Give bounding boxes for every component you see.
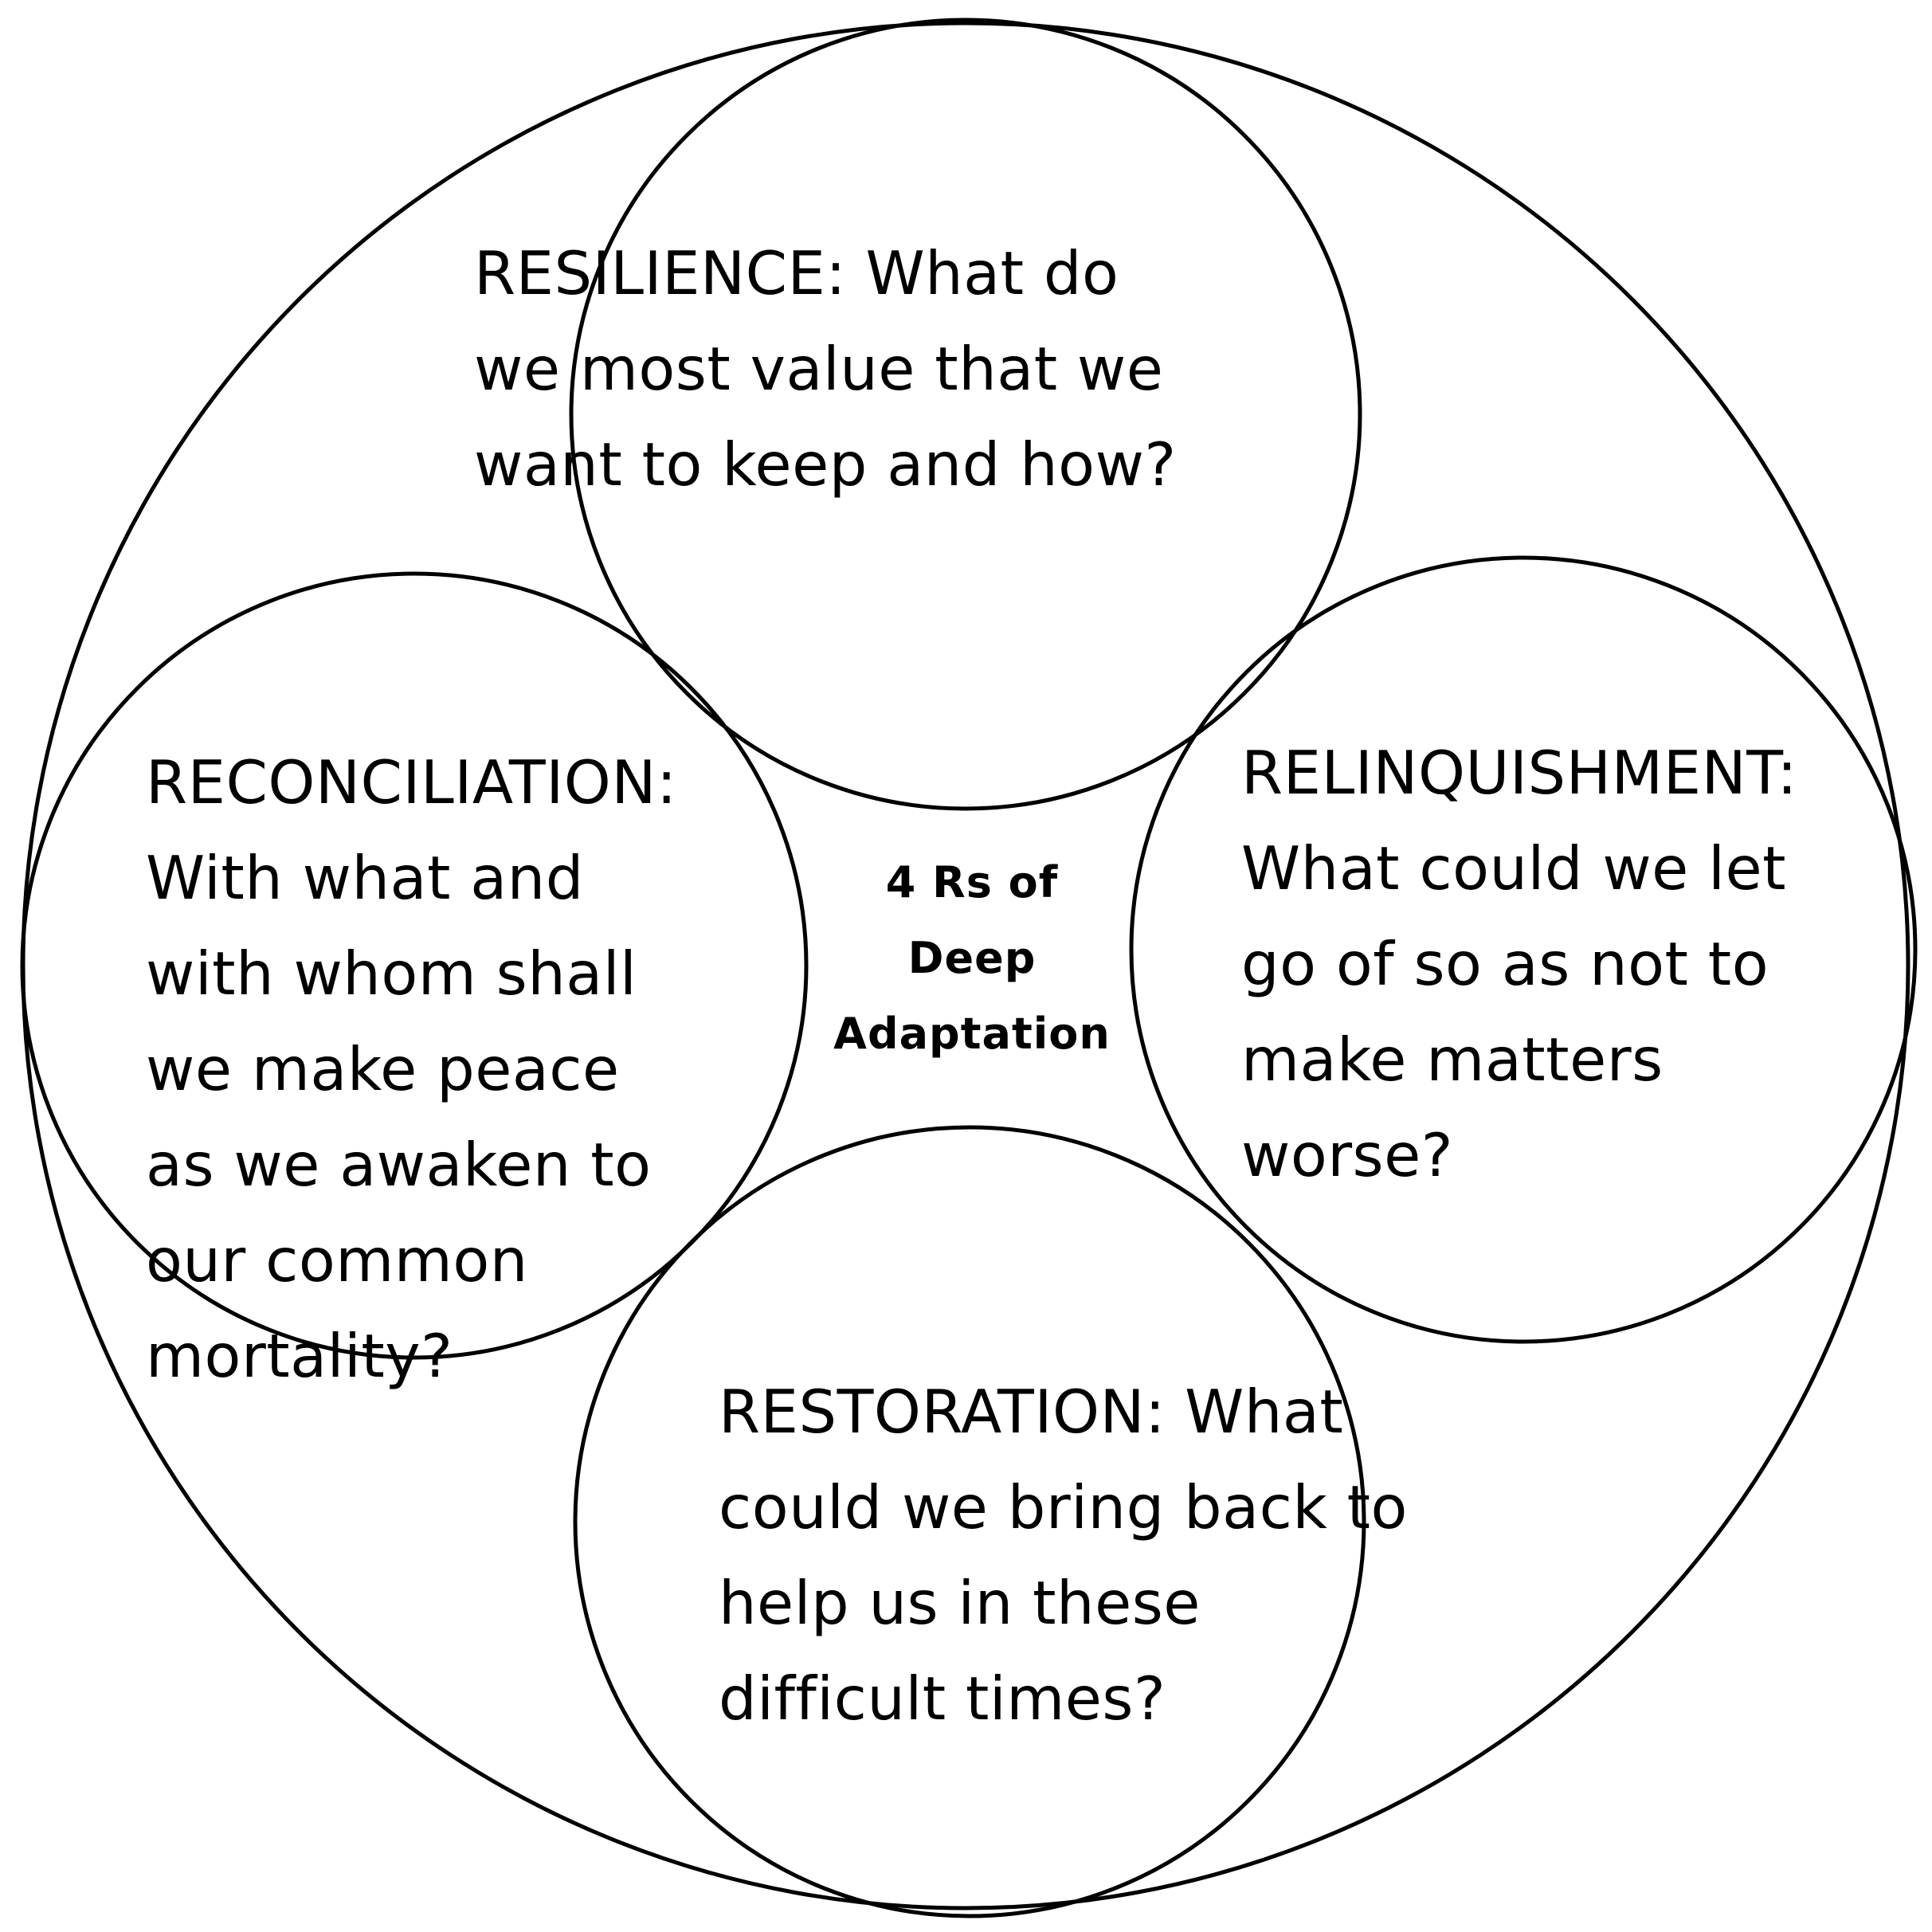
restoration-text: RESTORATION: What could we bring back to… [719,1364,1408,1746]
restoration-line: difficult times? [719,1664,1166,1734]
restoration-circle [573,1125,1366,1918]
reconciliation-text: RECONCILIATION: With what and with whom … [146,735,677,1404]
center-title-line: Adaptation [833,1009,1111,1059]
reconciliation-line: we make peace [146,1034,620,1104]
reconciliation-line: With what and [146,843,584,913]
reconciliation-circle [20,571,809,1360]
resilience-line: want to keep and how? [474,429,1177,500]
restoration-line: could we bring back to [719,1472,1408,1542]
resilience-line: we most value that we [474,334,1164,404]
relinquishment-line: go of so as not to [1241,929,1769,999]
resilience-line: RESILIENCE: What do [474,238,1119,308]
relinquishment-line: worse? [1241,1120,1454,1190]
relinquishment-line: What could we let [1241,833,1787,903]
center-title-line: 4 Rs of [885,857,1059,907]
restoration-line: RESTORATION: What [719,1377,1344,1447]
relinquishment-circle [1129,555,1918,1344]
restoration-line: help us in these [719,1568,1201,1638]
reconciliation-line: with whom shall [146,939,637,1009]
relinquishment-line: RELINQUISHMENT: [1241,738,1798,808]
reconciliation-line: as we awaken to [146,1130,652,1200]
reconciliation-line: our common [146,1225,528,1295]
relinquishment-line: make matters [1241,1025,1664,1095]
center-title: 4 Rs of Deep Adaptation [813,845,1131,1072]
center-title-line: Deep [907,933,1037,983]
resilience-text: RESILIENCE: What do we most value that w… [474,225,1177,512]
relinquishment-text: RELINQUISHMENT: What could we let go of … [1241,725,1797,1203]
reconciliation-line: mortality? [146,1321,453,1391]
reconciliation-line: RECONCILIATION: [146,747,677,817]
resilience-circle [569,18,1362,811]
